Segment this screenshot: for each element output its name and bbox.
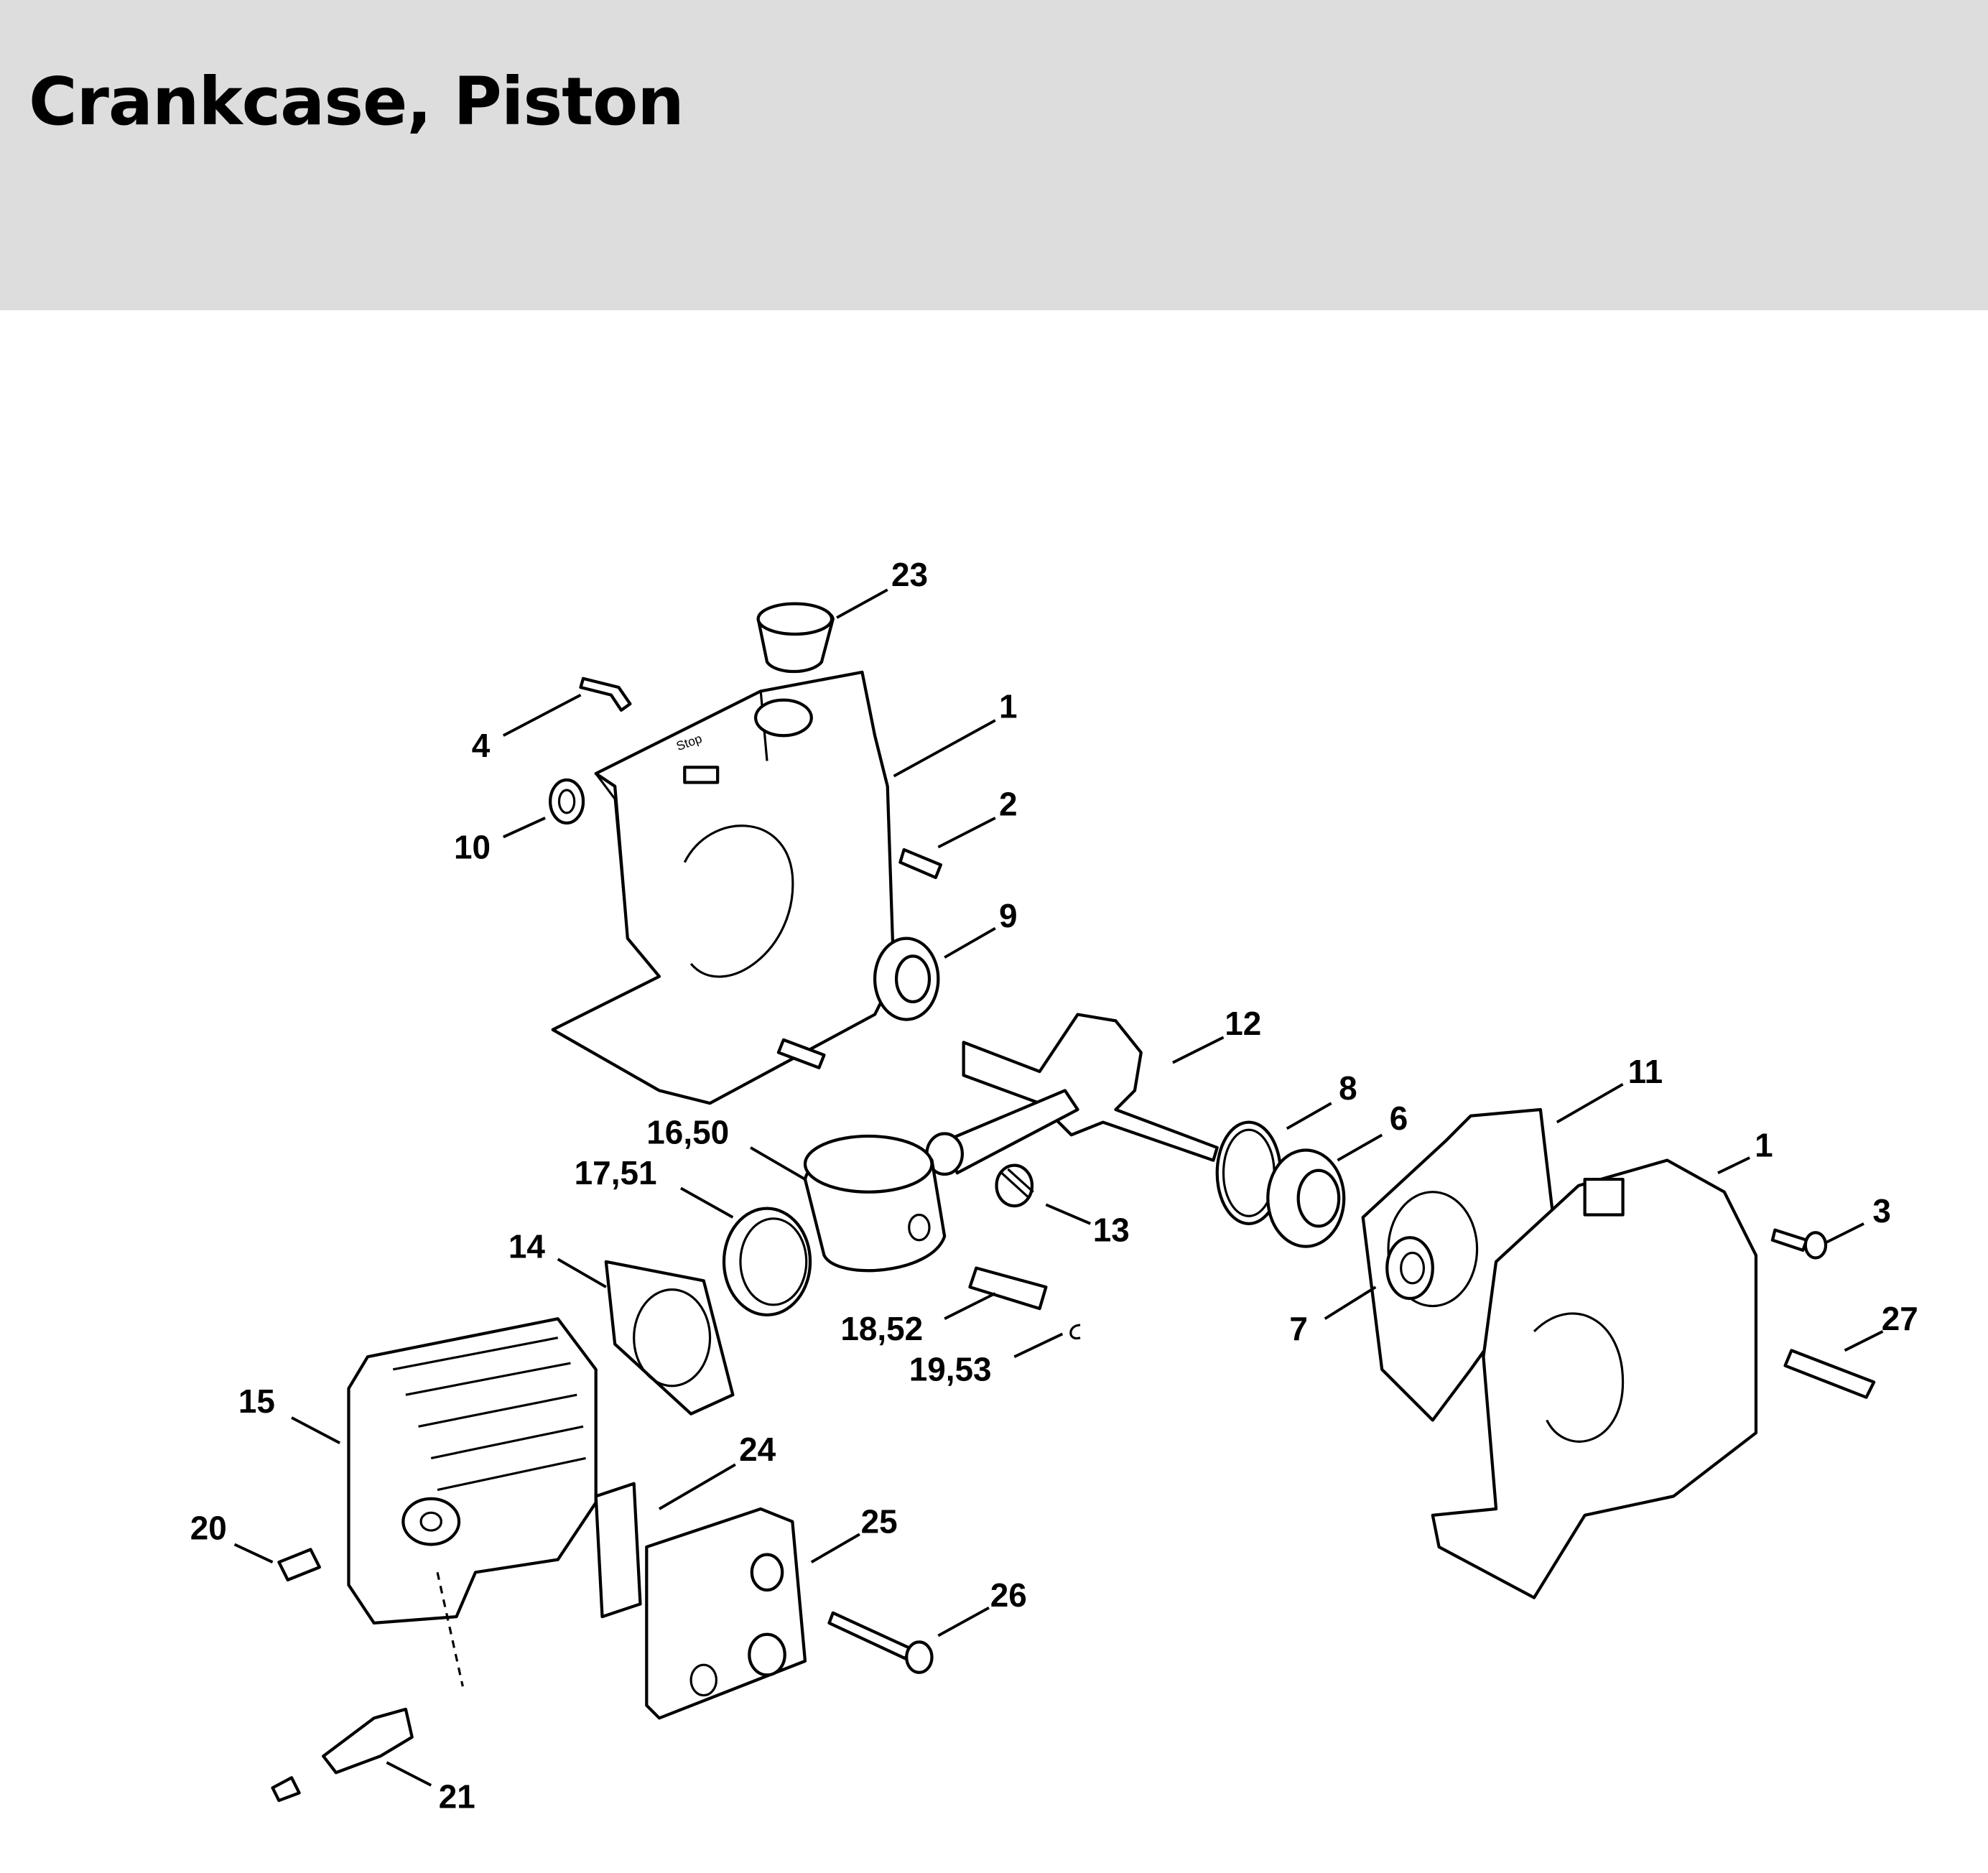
elbow-connector: [579, 677, 632, 712]
callout-1-right: 1: [1755, 1126, 1773, 1163]
callout-17-51: 17,51: [575, 1154, 657, 1191]
crankcase-right: [1431, 1158, 1758, 1599]
callout-26: 26: [990, 1576, 1027, 1614]
piston-pin: [968, 1266, 1048, 1311]
muffler-gasket: [594, 1482, 642, 1619]
callout-6: 6: [1390, 1100, 1408, 1137]
callout-23: 23: [891, 556, 928, 593]
muffler: [645, 1507, 807, 1720]
piston: [803, 1134, 947, 1273]
screw-26: [827, 1611, 934, 1674]
page-title: Crankcase, Piston: [29, 63, 684, 140]
callout-20: 20: [190, 1509, 227, 1546]
callout-14: 14: [508, 1228, 546, 1265]
callout-21: 21: [439, 1778, 475, 1816]
callout-8: 8: [1339, 1069, 1357, 1107]
bushing: [756, 602, 835, 674]
callout-25: 25: [861, 1503, 898, 1540]
callout-9: 9: [999, 897, 1018, 934]
spark-plug: [271, 1707, 414, 1803]
roller-bearing: [1266, 1148, 1346, 1248]
cylinder-gasket: [604, 1260, 735, 1416]
screw-20: [277, 1548, 321, 1582]
screw-3: [1770, 1228, 1828, 1260]
header-band: Crankcase, Piston: [0, 0, 1988, 310]
callout-12: 12: [1225, 1005, 1261, 1042]
piston-ring: [722, 1207, 812, 1317]
callout-24: 24: [739, 1431, 776, 1468]
oil-seal-right: [1385, 1236, 1434, 1301]
callout-4: 4: [472, 727, 491, 764]
dowel-pins: [776, 847, 942, 1069]
leader-lines: [233, 588, 1884, 1787]
needle-cage: [995, 1163, 1034, 1208]
callout-16-50: 16,50: [646, 1114, 729, 1151]
cylinder: [347, 1317, 598, 1687]
callout-15: 15: [238, 1382, 275, 1420]
ball-bearing: [873, 937, 940, 1021]
crankshaft: [925, 1013, 1219, 1176]
callout-1-left: 1: [999, 687, 1018, 725]
callout-18-52: 18,52: [840, 1310, 923, 1347]
callout-27: 27: [1882, 1300, 1918, 1337]
callout-19-53: 19,53: [909, 1351, 992, 1388]
callout-11: 11: [1628, 1053, 1663, 1090]
callout-2: 2: [999, 785, 1018, 822]
circlip: [1069, 1324, 1081, 1340]
callout-7: 7: [1289, 1310, 1308, 1347]
callout-13: 13: [1093, 1212, 1130, 1249]
crankcase-left: [551, 670, 896, 1105]
stud-27: [1783, 1349, 1876, 1399]
oil-seal-left: [549, 778, 585, 825]
callout-3: 3: [1872, 1192, 1891, 1230]
callout-10: 10: [454, 828, 491, 865]
